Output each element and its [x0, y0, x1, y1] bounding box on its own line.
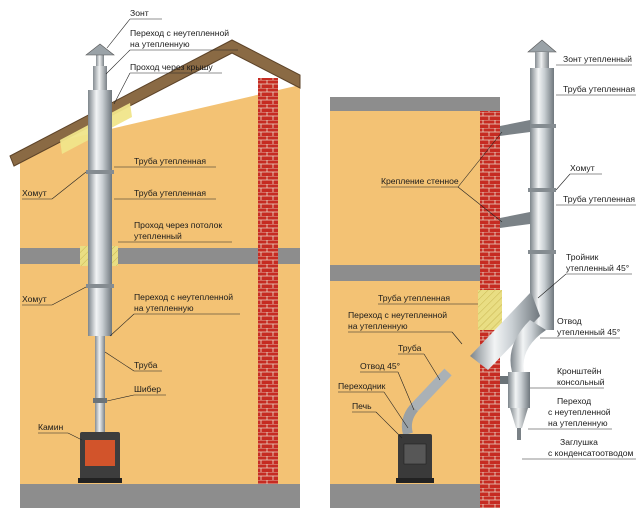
label-prohod-potolok-2: утепленный — [134, 231, 182, 241]
wall-passthrough — [478, 290, 502, 330]
label-perehod-1: Переход с неутепленной — [348, 310, 447, 320]
right-callouts: Зонт утепленный Труба утепленная Хомут К… — [338, 54, 636, 460]
label-perehod-r-1: Переход — [557, 396, 591, 406]
right-floor-slab — [330, 484, 500, 508]
label-zont-utep: Зонт утепленный — [563, 54, 632, 64]
left-floor-slab — [20, 484, 300, 508]
brick-wall-left — [258, 78, 278, 484]
wall-bracket-1 — [500, 120, 530, 136]
right-wall-upper — [330, 111, 500, 265]
label-perehodnik: Переходник — [338, 381, 386, 391]
right-ceiling-slab — [330, 265, 500, 281]
left-clamp-1 — [86, 170, 114, 174]
condensate-cap — [510, 408, 528, 428]
label-homut-2: Хомут — [22, 294, 47, 304]
right-clamp-2 — [528, 188, 556, 192]
label-truba-utep-2: Труба утепленная — [134, 188, 206, 198]
label-homut-1: Хомут — [22, 188, 47, 198]
label-kreplenie: Крепление стенное — [381, 176, 459, 186]
label-prohod-krysha: Проход через крышу — [130, 62, 213, 72]
label-perehod-2: на утепленную — [348, 321, 408, 331]
right-clamp-1 — [528, 124, 556, 128]
label-otvod-utep-2: утепленный 45° — [557, 327, 620, 337]
right-elbow-45 — [401, 404, 418, 436]
label-zaglushka-1: Заглушка — [560, 437, 598, 447]
label-homut: Хомут — [570, 163, 595, 173]
right-pipe-insulated — [530, 68, 554, 330]
left-pipe-thin — [95, 336, 105, 432]
label-troinik-1: Тройник — [566, 252, 599, 262]
label-truba-r: Труба — [398, 343, 422, 353]
label-truba-utep-low: Труба утепленная — [378, 293, 450, 303]
label-truba-utep-1: Труба утепленная — [134, 156, 206, 166]
right-chimney — [396, 39, 557, 483]
left-callouts: Зонт Переход с неутепленной на утепленну… — [22, 8, 240, 441]
label-zaglushka-2: с конденсатоотводом — [548, 448, 633, 458]
label-truba-utep-mid: Труба утепленная — [563, 194, 635, 204]
right-thin-pipe — [410, 368, 452, 412]
right-lower-pipe — [508, 372, 530, 408]
stove-door — [403, 443, 427, 465]
right-umbrella-base — [535, 52, 549, 68]
wall-bracket-2 — [500, 212, 530, 228]
right-elbow-insulated — [510, 320, 546, 372]
label-kronshtein-2: консольный — [557, 377, 605, 387]
right-tee-branch — [470, 292, 540, 370]
label-kronshtein-1: Кронштейн — [557, 366, 602, 376]
left-chimney — [78, 43, 122, 483]
fireplace-fire — [85, 440, 115, 466]
roof — [9, 39, 301, 167]
label-perehod-top-1: Переход с неутепленной — [130, 28, 229, 38]
label-kamin: Камин — [38, 422, 63, 432]
label-perehod-top-2: на утепленную — [130, 39, 190, 49]
console-bracket — [500, 376, 508, 384]
label-shiber: Шибер — [134, 384, 161, 394]
left-clamp-2 — [86, 284, 114, 288]
label-perehod-mid-1: Переход с неутепленной — [134, 292, 233, 302]
label-truba: Труба — [134, 360, 158, 370]
right-roof-slab — [330, 97, 500, 111]
right-umbrella-cap — [527, 39, 557, 53]
label-prohod-potolok-1: Проход через потолок — [134, 220, 222, 230]
label-troinik-2: утепленный 45° — [566, 263, 629, 273]
left-umbrella-base — [96, 52, 104, 66]
left-building — [9, 39, 301, 508]
right-building — [330, 97, 502, 508]
condensate-drain — [517, 428, 521, 440]
left-wall-lower — [20, 264, 300, 484]
label-truba-utep-top: Труба утепленная — [563, 84, 635, 94]
right-clamp-3 — [528, 250, 556, 254]
label-otvod-utep-1: Отвод — [557, 316, 582, 326]
label-otvod: Отвод 45° — [360, 361, 400, 371]
label-perehod-mid-2: на утепленную — [134, 303, 194, 313]
label-perehod-r-3: на утепленную — [548, 418, 608, 428]
fireplace-base — [78, 478, 122, 483]
label-pech: Печь — [352, 401, 372, 411]
label-perehod-r-2: с неутепленной — [548, 407, 611, 417]
left-pipe-insulated — [88, 90, 112, 336]
label-zont: Зонт — [130, 8, 149, 18]
left-damper — [93, 398, 107, 403]
left-pipe-transition-top — [93, 66, 107, 90]
left-umbrella-cap — [85, 43, 115, 56]
stove-base — [396, 478, 434, 483]
